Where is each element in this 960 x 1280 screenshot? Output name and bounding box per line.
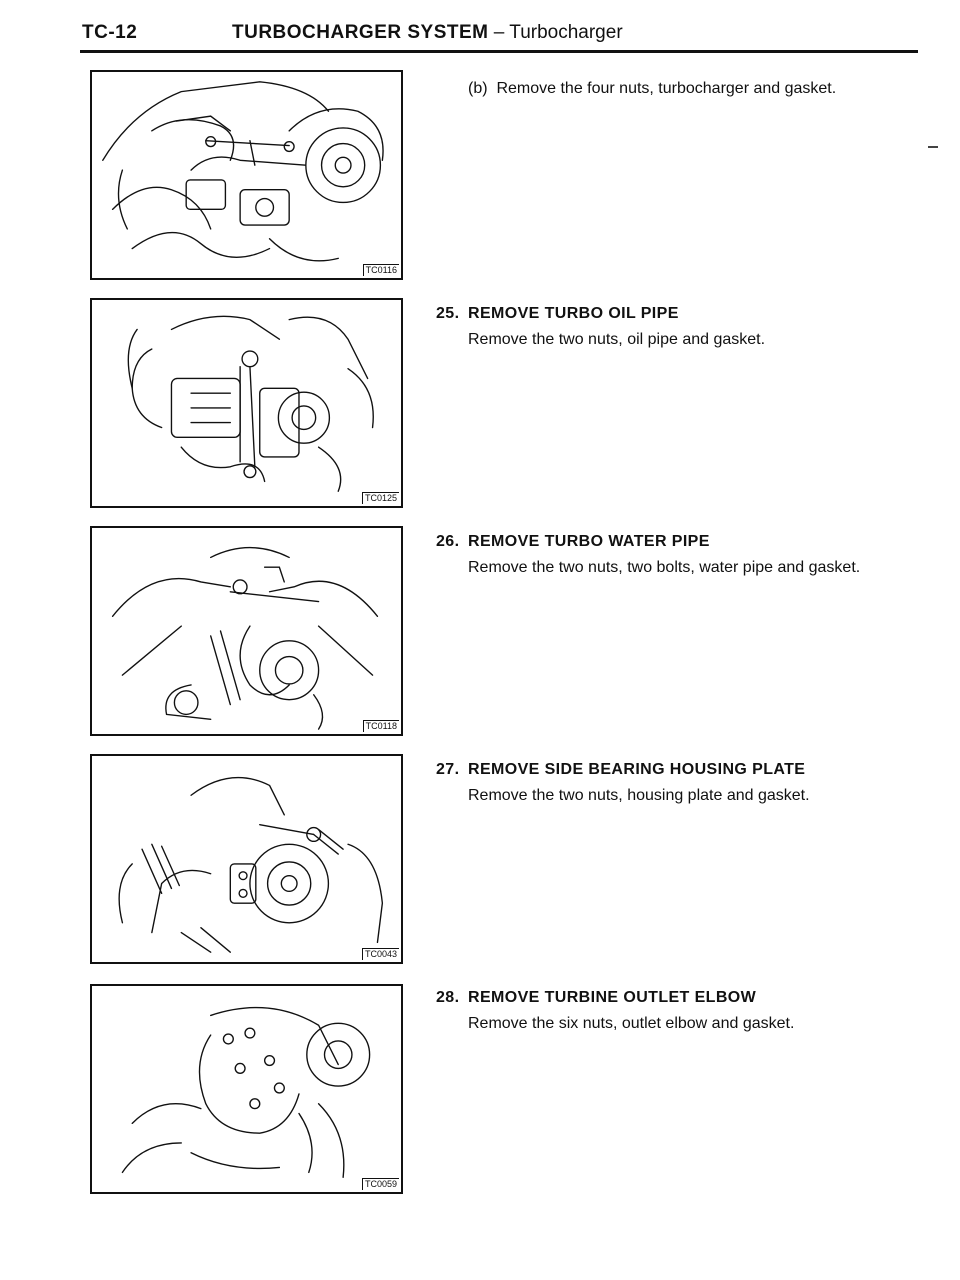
step-title: REMOVE TURBO WATER PIPE bbox=[468, 533, 710, 550]
section-subtitle: Turbocharger bbox=[509, 22, 623, 43]
system-title: TURBOCHARGER SYSTEM bbox=[232, 22, 489, 43]
figure-code: TC0043 bbox=[361, 948, 399, 960]
step-heading: 25. REMOVE TURBO OIL PIPE bbox=[436, 305, 926, 323]
figure-remove-housing-plate: TC0043 bbox=[90, 754, 403, 964]
engine-illustration bbox=[102, 81, 384, 262]
header-rule bbox=[80, 50, 918, 53]
step-number: 25. bbox=[436, 305, 460, 322]
step-heading: 26. REMOVE TURBO WATER PIPE bbox=[436, 533, 926, 551]
step-number: 28. bbox=[436, 989, 460, 1006]
step-instruction: Remove the two nuts, oil pipe and gasket… bbox=[468, 331, 766, 348]
figure-remove-turbocharger: TC0116 bbox=[90, 70, 403, 280]
step-title: REMOVE TURBO OIL PIPE bbox=[468, 305, 679, 322]
step-title: REMOVE TURBINE OUTLET ELBOW bbox=[468, 989, 757, 1006]
step-instruction: Remove the six nuts, outlet elbow and ga… bbox=[468, 1015, 795, 1032]
figure-code: TC0059 bbox=[361, 1178, 399, 1190]
step-instruction: Remove the two nuts, housing plate and g… bbox=[468, 787, 810, 804]
step-heading: 27. REMOVE SIDE BEARING HOUSING PLATE bbox=[436, 761, 926, 779]
page-code: TC-12 bbox=[82, 22, 138, 43]
step-25: 25. REMOVE TURBO OIL PIPE Remove the two… bbox=[436, 305, 926, 349]
step-26: 26. REMOVE TURBO WATER PIPE Remove the t… bbox=[436, 533, 926, 577]
oil-pipe-illustration bbox=[127, 315, 374, 492]
step-27: 27. REMOVE SIDE BEARING HOUSING PLATE Re… bbox=[436, 761, 926, 805]
figure-code: TC0118 bbox=[362, 720, 399, 732]
figure-remove-oil-pipe: TC0125 bbox=[90, 298, 403, 508]
step-heading: 28. REMOVE TURBINE OUTLET ELBOW bbox=[436, 989, 926, 1007]
outlet-elbow-illustration bbox=[121, 1006, 371, 1178]
step-28: 28. REMOVE TURBINE OUTLET ELBOW Remove t… bbox=[436, 989, 926, 1033]
margin-tick bbox=[928, 146, 938, 148]
figure-remove-outlet-elbow: TC0059 bbox=[90, 984, 403, 1194]
figure-code: TC0125 bbox=[361, 492, 399, 504]
page-title: TURBOCHARGER SYSTEM – Turbocharger bbox=[232, 22, 623, 44]
figure-remove-water-pipe: TC0118 bbox=[90, 526, 403, 736]
water-pipe-illustration bbox=[111, 546, 379, 730]
step-number: 26. bbox=[436, 533, 460, 550]
step-number: 27. bbox=[436, 761, 460, 778]
title-separator: – bbox=[488, 22, 510, 43]
step-instruction: Remove the two nuts, two bolts, water pi… bbox=[468, 559, 861, 576]
step-title: REMOVE SIDE BEARING HOUSING PLATE bbox=[468, 761, 806, 778]
sub-step-b: (b) Remove the four nuts, turbocharger a… bbox=[468, 80, 837, 97]
housing-plate-illustration bbox=[118, 776, 384, 953]
figure-code: TC0116 bbox=[362, 264, 399, 276]
